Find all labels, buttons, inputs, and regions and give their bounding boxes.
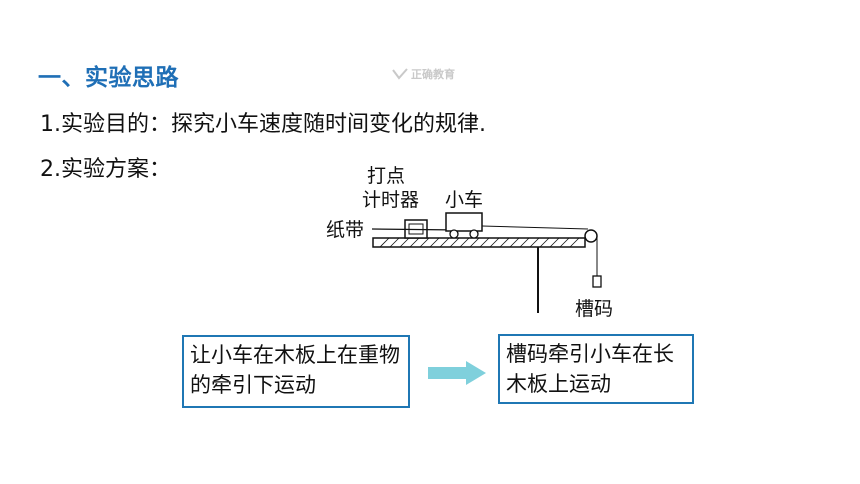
cart-label: 小车 [445,189,484,211]
board-hatching [379,237,580,248]
string [481,225,589,230]
hanging-weight [592,275,602,288]
watermark-text: 正确教育 [411,68,455,81]
cart-wheel-right [469,229,479,239]
timer-label-line2: 计时器 [362,189,420,211]
plan-label: 2.实验方案： [40,157,171,182]
flow-box-original: 让小车在木板上在重物的牵引下运动 [182,335,410,408]
pulley [584,229,598,243]
right-arrow-icon [428,361,486,385]
watermark: 正确教育 [392,66,455,82]
cart-wheel-left [449,229,459,239]
weight-label: 槽码 [575,298,614,320]
tape-label: 纸带 [326,219,365,241]
section-heading: 一、实验思路 [38,65,179,91]
timer-label-line1: 打点 [367,165,406,187]
cart-body [445,212,483,232]
flow-box-revised: 槽码牵引小车在长木板上运动 [498,334,694,404]
objective-text: 1.实验目的：探究小车速度随时间变化的规律. [40,112,486,137]
bird-logo-icon [392,68,408,80]
